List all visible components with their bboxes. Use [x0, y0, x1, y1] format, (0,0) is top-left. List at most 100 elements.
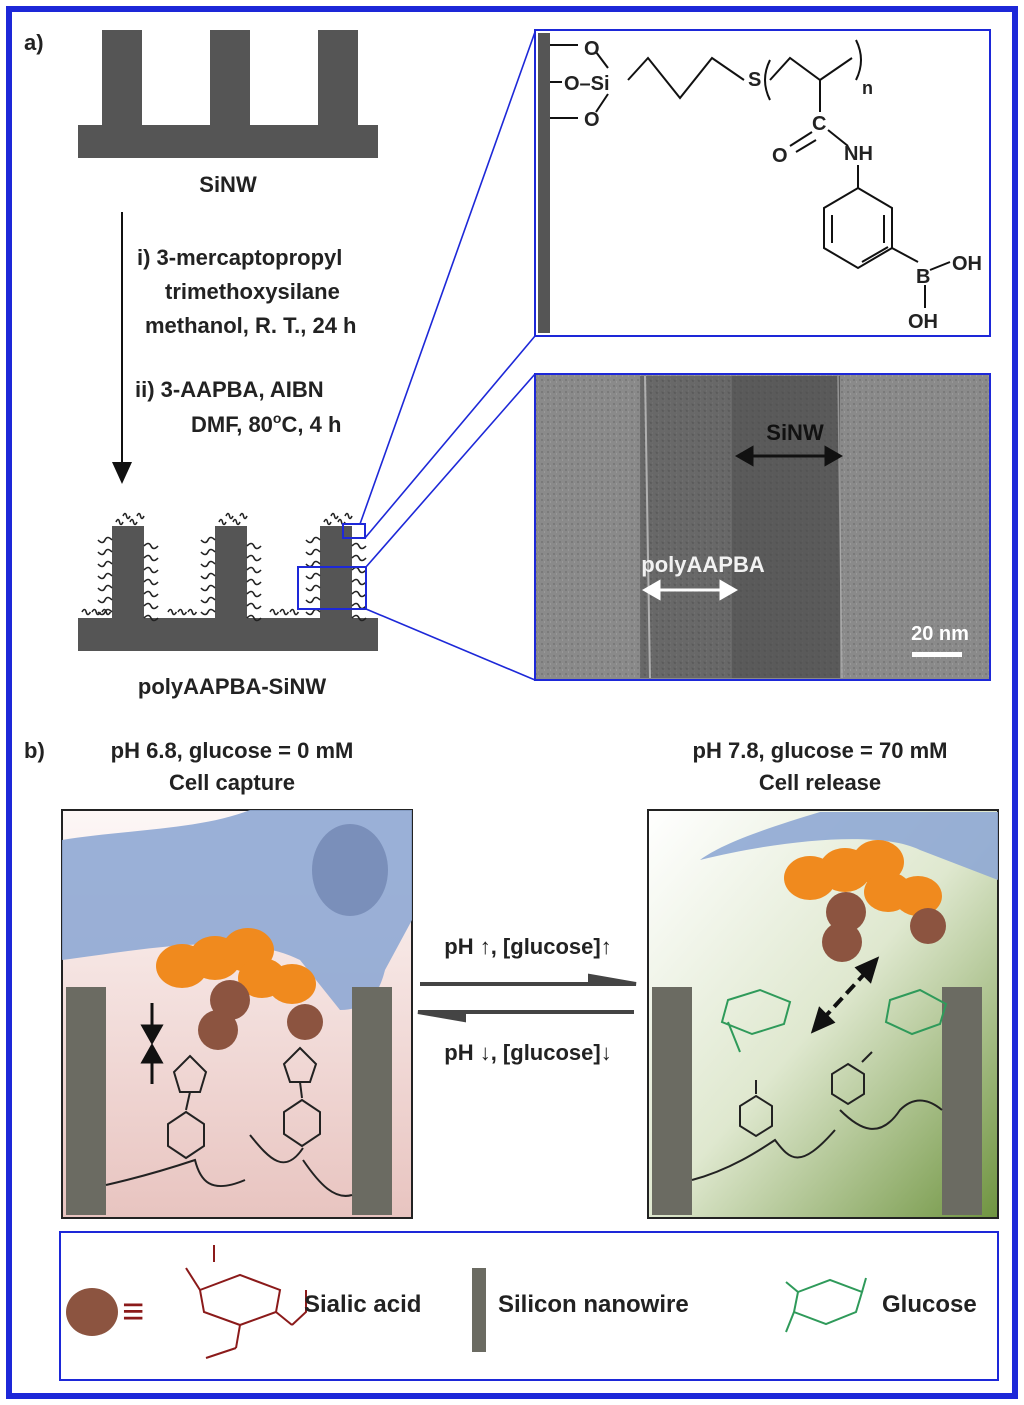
release-dashed-arrow [810, 956, 880, 1034]
legend-sialic-ball [66, 1288, 118, 1336]
polymer-chain [129, 518, 138, 526]
polymer-chain [351, 614, 367, 622]
tem-scale-label: 20 nm [911, 623, 969, 645]
polymer-chain [323, 518, 332, 526]
polymer-chain [91, 608, 102, 616]
zoom-lines [359, 31, 536, 681]
chem-c: C [812, 113, 826, 135]
equilibrium-arrows [417, 973, 637, 1023]
polymer-chain [97, 560, 113, 568]
step2-tail: C, 4 h [281, 412, 341, 437]
glycan-cluster-left [156, 928, 316, 1004]
polymer-chain [246, 566, 262, 574]
polymer-chain [351, 566, 367, 574]
cell-capture-scene [61, 809, 413, 1219]
legend-equiv-symbol: ≡ [122, 1291, 144, 1333]
panel-b-label: b) [24, 738, 45, 763]
polymer-chain [351, 554, 367, 562]
polymer-chain [115, 518, 124, 526]
zoom-box-small [342, 523, 366, 539]
glycan-cluster-right [784, 840, 942, 916]
polyaapba-sinw-diagram [78, 512, 378, 651]
polymer-chain [143, 590, 159, 598]
sinw-comb-diagram [78, 30, 378, 158]
reverse-condition-label: pH ↓, [glucose]↓ [444, 1040, 611, 1065]
polymer-chain [200, 584, 216, 592]
cell-release-scene [647, 809, 999, 1219]
polymer-chain [305, 584, 321, 592]
polymer-chain [305, 596, 321, 604]
forward-condition-label: pH ↑, [glucose]↑ [444, 934, 611, 959]
polymer-chain [246, 578, 262, 586]
reaction-arrow [112, 212, 132, 484]
polymer-chain [143, 554, 159, 562]
polymer-chain [200, 560, 216, 568]
polymer-chain [246, 554, 262, 562]
tem-image-inset: SiNW polyAAPBA 20 nm [534, 373, 991, 681]
left-title-line2: Cell capture [169, 770, 295, 795]
silicon-nanowire-right-2 [942, 987, 982, 1215]
step1-line1: i) 3-mercaptopropyl [137, 245, 342, 270]
step1-line2: trimethoxysilane [165, 279, 340, 304]
polymer-chain [143, 566, 159, 574]
chem-oh2: OH [908, 311, 938, 333]
polymer-chain [246, 590, 262, 598]
polymer-chain [97, 572, 113, 580]
polymer-chain [177, 608, 188, 616]
sialic-acid-left [198, 980, 323, 1050]
legend: ≡ Sialic acid Silicon nanowire Glucose [59, 1231, 999, 1381]
cell-body-right [700, 812, 998, 880]
polymer-chain [246, 614, 262, 622]
polymer-chain [122, 512, 131, 520]
step2-superscript: o [273, 410, 282, 426]
polymer-chain [81, 608, 92, 616]
polymer-chain [305, 572, 321, 580]
polymer-chain [97, 548, 113, 556]
tem-sinw-label: SiNW [766, 420, 824, 445]
step2-line2-text: DMF, 80 [191, 412, 273, 437]
polymer-chain [246, 602, 262, 610]
polymer-chain [289, 608, 300, 616]
polymer-chain [143, 578, 159, 586]
step2-line1: ii) 3-AAPBA, AIBN [135, 377, 324, 402]
chem-oh1: OH [952, 253, 982, 275]
polymer-chain [269, 608, 280, 616]
chem-o-eq: O [772, 145, 788, 167]
polymer-chain [225, 512, 234, 520]
polymer-chain [305, 548, 321, 556]
right-title-line1: pH 7.8, glucose = 70 mM [693, 738, 948, 763]
polymer-chain [143, 614, 159, 622]
polymer-chain [97, 584, 113, 592]
polymer-chain [97, 608, 113, 616]
polymer-chain [351, 602, 367, 610]
polymer-chain [200, 572, 216, 580]
step1-line3: methanol, R. T., 24 h [145, 313, 356, 338]
polymer-chain [351, 542, 367, 550]
sialic-acid-right [822, 892, 946, 962]
chem-o3: O [584, 109, 600, 131]
polymer-chain [232, 518, 241, 526]
polymer-chain [239, 512, 248, 520]
tem-poly-label: polyAAPBA [641, 552, 765, 577]
cell-nucleus-left [312, 824, 388, 916]
polymer-chain [200, 608, 216, 616]
legend-sialic-label: Sialic acid [304, 1291, 421, 1318]
chem-b: B [916, 266, 930, 288]
chem-o-si: O–Si [564, 73, 610, 95]
left-title-line1: pH 6.8, glucose = 0 mM [111, 738, 354, 763]
polyaapba-sinw-label: polyAAPBA-SiNW [138, 674, 326, 699]
panel-a-label: a) [24, 30, 44, 55]
polymer-chain [246, 542, 262, 550]
polymer-chain [218, 518, 227, 526]
sialic-acid-structure [185, 1245, 307, 1359]
chem-n: n [862, 78, 873, 98]
polymer-chain [330, 512, 339, 520]
right-title-line2: Cell release [759, 770, 881, 795]
chemical-structure-inset: O O–Si O S n C O NH B OH OH [534, 29, 991, 337]
legend-glucose-label: Glucose [882, 1291, 977, 1318]
polymer-chain [351, 578, 367, 586]
zoom-box-large [297, 566, 367, 610]
sinw-label: SiNW [199, 172, 257, 197]
polymer-chain [200, 596, 216, 604]
